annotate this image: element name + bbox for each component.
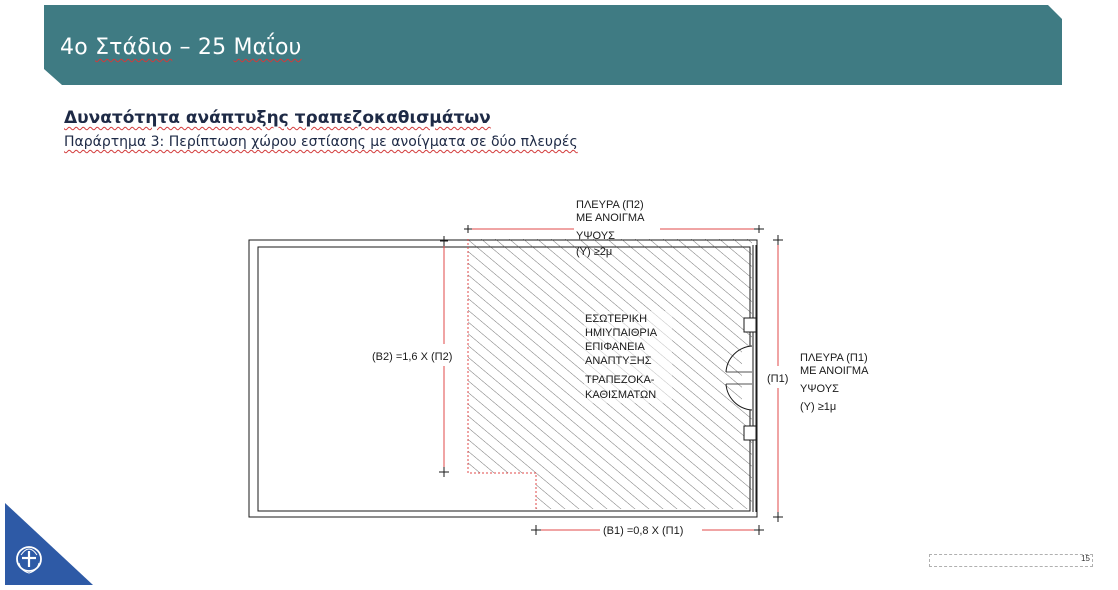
label-p2-line2: ΜΕ ΑΝΟΙΓΜΑ [576,212,645,224]
label-p1-line4: (Υ) ≥1μ [800,401,836,413]
dimension-b2 [439,236,449,477]
svg-text:ΗΜΙΥΠΑΙΘΡΙΑ: ΗΜΙΥΠΑΙΘΡΙΑ [585,327,658,339]
svg-text:ΑΝΑΠΤΥΞΗΣ: ΑΝΑΠΤΥΞΗΣ [585,355,652,367]
label-b2: (Β2) =1,6 Χ (Π2) [372,351,452,363]
label-p1-line2: ΜΕ ΑΝΟΙΓΜΑ [800,365,869,377]
label-p1-short: (Π1) [767,373,788,385]
svg-text:ΚΑΘΙΣΜΑΤΩΝ: ΚΑΘΙΣΜΑΤΩΝ [585,389,656,401]
dimension-p2 [464,225,764,233]
window-frame-lower [743,425,757,441]
slide-header: 4ο Στάδιο – 25 Μαΐου [44,5,1062,85]
seating-area-boundary [467,239,537,509]
section-heading: Δυνατότητα ανάπτυξης τραπεζοκαθισμάτων [64,108,491,128]
label-p1-line1: ΠΛΕΥΡΑ (Π1) [800,352,868,364]
dimension-b1 [531,525,764,535]
slide-title: 4ο Στάδιο – 25 Μαΐου [60,35,302,60]
page-number-box: 15 [929,554,1093,567]
svg-text:ΤΡΑΠΕΖΟΚΑ-: ΤΡΑΠΕΖΟΚΑ- [585,374,655,386]
label-p2-line3: ΥΨΟΥΣ [576,230,615,242]
label-p2-line1: ΠΛΕΥΡΑ (Π2) [576,199,644,211]
section-subheading: Παράρτημα 3: Περίπτωση χώρου εστίασης με… [64,134,578,150]
page-number: 15 [1081,554,1090,563]
greek-state-emblem-icon [5,503,93,585]
header-banner-shape [44,5,1062,85]
label-p1-line3: ΥΨΟΥΣ [800,383,839,395]
svg-text:ΕΣΩΤΕΡΙΚΗ: ΕΣΩΤΕΡΙΚΗ [585,313,647,325]
double-door [725,345,753,411]
window-frame-upper [743,317,757,333]
svg-text:ΕΠΙΦΑΝΕΙΑ: ΕΠΙΦΑΝΕΙΑ [585,341,645,353]
label-p2-line4: (Υ) ≥2μ [576,246,612,258]
area-label: ΕΣΩΤΕΡΙΚΗ ΗΜΙΥΠΑΙΘΡΙΑ ΕΠΙΦΑΝΕΙΑ ΑΝΑΠΤΥΞΗ… [584,311,672,403]
dimension-p1 [773,235,783,522]
label-b1: (Β1) =0,8 Χ (Π1) [603,525,683,537]
